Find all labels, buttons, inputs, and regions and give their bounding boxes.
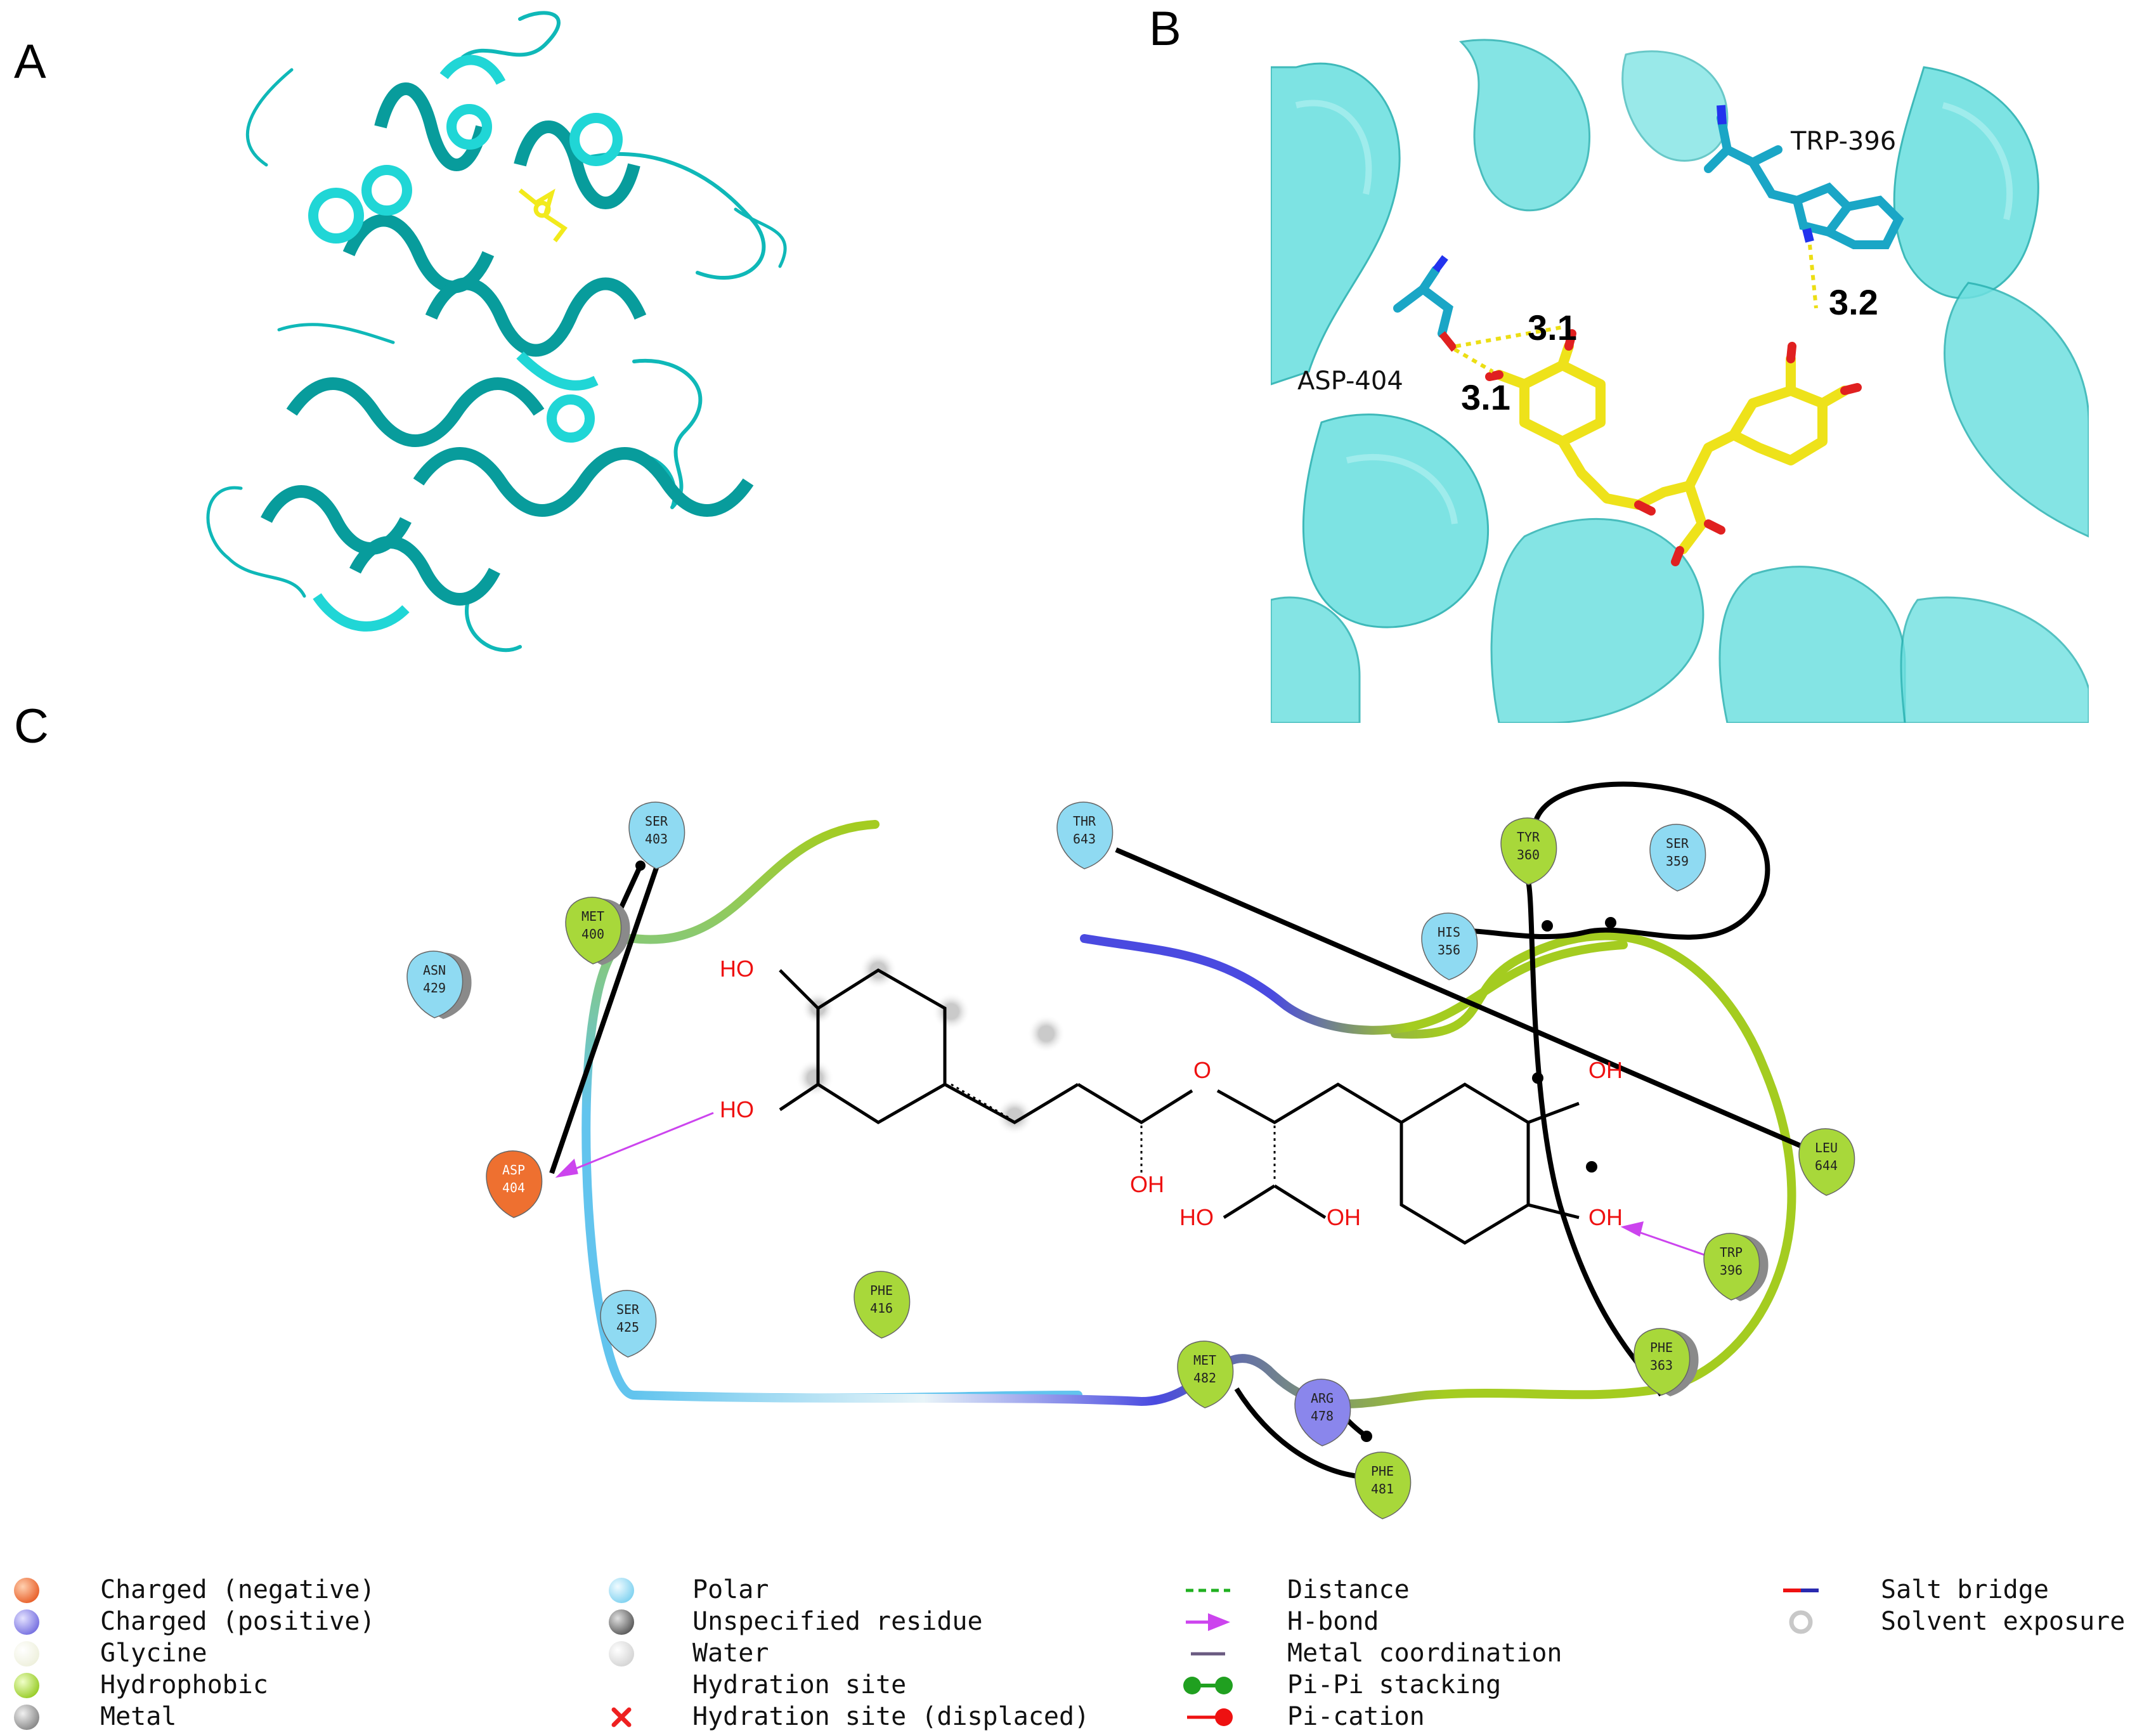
legend-label: Charged (positive) (100, 1607, 375, 1636)
residue-name: SER (645, 814, 668, 829)
legend-label: Metal (100, 1702, 176, 1731)
legend-label: Polar (692, 1575, 769, 1604)
residue-label-trp396: TRP-396 (1790, 127, 1896, 156)
residue-number: 360 (1517, 847, 1540, 862)
residue-number: 482 (1193, 1370, 1216, 1386)
residue-number: 396 (1720, 1263, 1743, 1278)
residue-phe-416: PHE 416 (854, 1271, 911, 1339)
atom-label-ho-3: HO (1179, 1204, 1214, 1230)
residue-name: THR (1073, 814, 1096, 829)
residue-number: 356 (1438, 942, 1460, 958)
residue-number: 363 (1650, 1358, 1673, 1373)
residue-name: ASN (423, 963, 446, 978)
atom-label-ho-1: HO (720, 956, 754, 982)
residue-ser-359: SER 359 (1649, 824, 1706, 892)
legend-swatch-hydration-displaced-icon (611, 1707, 632, 1727)
panel-letter-c: C (14, 699, 49, 753)
legend-swatch-pi-cation-icon (1187, 1708, 1233, 1726)
atom-label-ho-2: HO (720, 1096, 754, 1122)
residue-phe-481: PHE 481 (1354, 1452, 1412, 1519)
residue-asp-404: ASP 404 (486, 1150, 543, 1218)
residue-name: SER (1666, 836, 1689, 851)
residue-number: 478 (1311, 1408, 1334, 1424)
residue-name: SER (616, 1302, 640, 1317)
residue-ser-425: SER 425 (600, 1290, 657, 1358)
legend-label: Pi-Pi stacking (1287, 1670, 1501, 1699)
legend-label: Unspecified residue (692, 1607, 983, 1636)
legend-label: H-bond (1287, 1607, 1379, 1636)
legend-label: Pi-cation (1287, 1702, 1425, 1731)
panel-letter-a: A (14, 35, 46, 89)
residue-number: 359 (1666, 854, 1689, 869)
legend-swatch-pi-pi-icon (1183, 1677, 1233, 1694)
residue-number: 429 (423, 980, 446, 996)
legend-label: Hydration site (displaced) (692, 1702, 1089, 1731)
residue-number: 403 (645, 831, 668, 847)
residue-leu-644: LEU 644 (1798, 1128, 1855, 1196)
atom-label-oh-2: OH (1327, 1204, 1361, 1230)
legend-swatch-charged-negative (14, 1578, 39, 1603)
legend-swatch-glycine (14, 1641, 39, 1667)
residue-number: 416 (870, 1301, 893, 1316)
distance-label-2: 3.1 (1461, 377, 1510, 417)
residue-name: ASP (502, 1162, 525, 1178)
residue-name: MET (1193, 1353, 1216, 1368)
protein-structure-image (206, 11, 787, 653)
legend: Charged (negative) Charged (positive) Glyc… (14, 1575, 2125, 1731)
legend-label: Charged (negative) (100, 1575, 375, 1604)
atom-label-o: O (1193, 1057, 1211, 1083)
legend-label: Hydration site (692, 1670, 906, 1699)
residue-name: PHE (870, 1283, 893, 1298)
atom-label-oh-3: OH (1588, 1057, 1623, 1083)
atom-label-oh-4: OH (1588, 1204, 1623, 1230)
residue-phe-363: PHE 363 (1633, 1328, 1699, 1396)
residue-thr-643: THR 643 (1056, 802, 1114, 869)
residue-name: TYR (1517, 829, 1540, 845)
legend-label: Water (692, 1639, 769, 1668)
distance-label-1: 3.1 (1528, 308, 1577, 348)
panel-letter-b: B (1149, 2, 1181, 56)
legend-label: Distance (1287, 1575, 1410, 1604)
residue-trp-396: TRP 396 (1703, 1233, 1769, 1301)
legend-swatch-solvent-exposure (1789, 1610, 1813, 1634)
legend-label: Glycine (100, 1639, 207, 1668)
residue-label-asp404: ASP-404 (1297, 367, 1403, 396)
residue-name: PHE (1650, 1340, 1673, 1355)
residue-number: 425 (616, 1320, 639, 1335)
residue-met-400: MET 400 (565, 897, 630, 965)
residue-arg-478: ARG 478 (1294, 1379, 1351, 1446)
residue-number: 400 (581, 926, 604, 942)
residue-number: 481 (1371, 1481, 1394, 1497)
legend-swatch-charged-positive (14, 1609, 39, 1635)
legend-swatch-polar (609, 1578, 634, 1603)
legend-swatch-metal (14, 1705, 39, 1730)
binding-site-image: TRP-396 ASP-404 3.1 3.1 3.2 (1271, 29, 2089, 723)
residue-his-356: HIS 356 (1421, 913, 1478, 980)
residue-ser-403: SER 403 (628, 802, 685, 869)
residue-name: TRP (1720, 1245, 1743, 1260)
legend-swatch-hydrophobic (14, 1673, 39, 1698)
legend-swatch-hbond-icon (1186, 1613, 1230, 1631)
residue-tyr-360: TYR 360 (1500, 817, 1557, 885)
residue-number: 404 (502, 1180, 525, 1195)
residue-name: LEU (1815, 1140, 1838, 1155)
legend-swatch-unspecified (609, 1609, 634, 1635)
legend-label: Metal coordination (1287, 1639, 1562, 1668)
legend-swatch-water (609, 1641, 634, 1667)
residue-number: 644 (1815, 1158, 1838, 1173)
distance-label-3: 3.2 (1829, 282, 1878, 322)
residue-asn-429: ASN 429 (406, 951, 472, 1019)
legend-label: Solvent exposure (1881, 1607, 2125, 1636)
residue-met-482: MET 482 (1177, 1341, 1234, 1408)
atom-label-oh-1: OH (1130, 1171, 1164, 1197)
residue-name: MET (581, 909, 604, 924)
residue-name: HIS (1438, 925, 1460, 940)
residue-number: 643 (1073, 831, 1096, 847)
legend-label: Hydrophobic (100, 1670, 268, 1699)
legend-label: Salt bridge (1881, 1575, 2049, 1604)
residue-name: ARG (1311, 1391, 1334, 1406)
residue-name: PHE (1371, 1464, 1394, 1479)
